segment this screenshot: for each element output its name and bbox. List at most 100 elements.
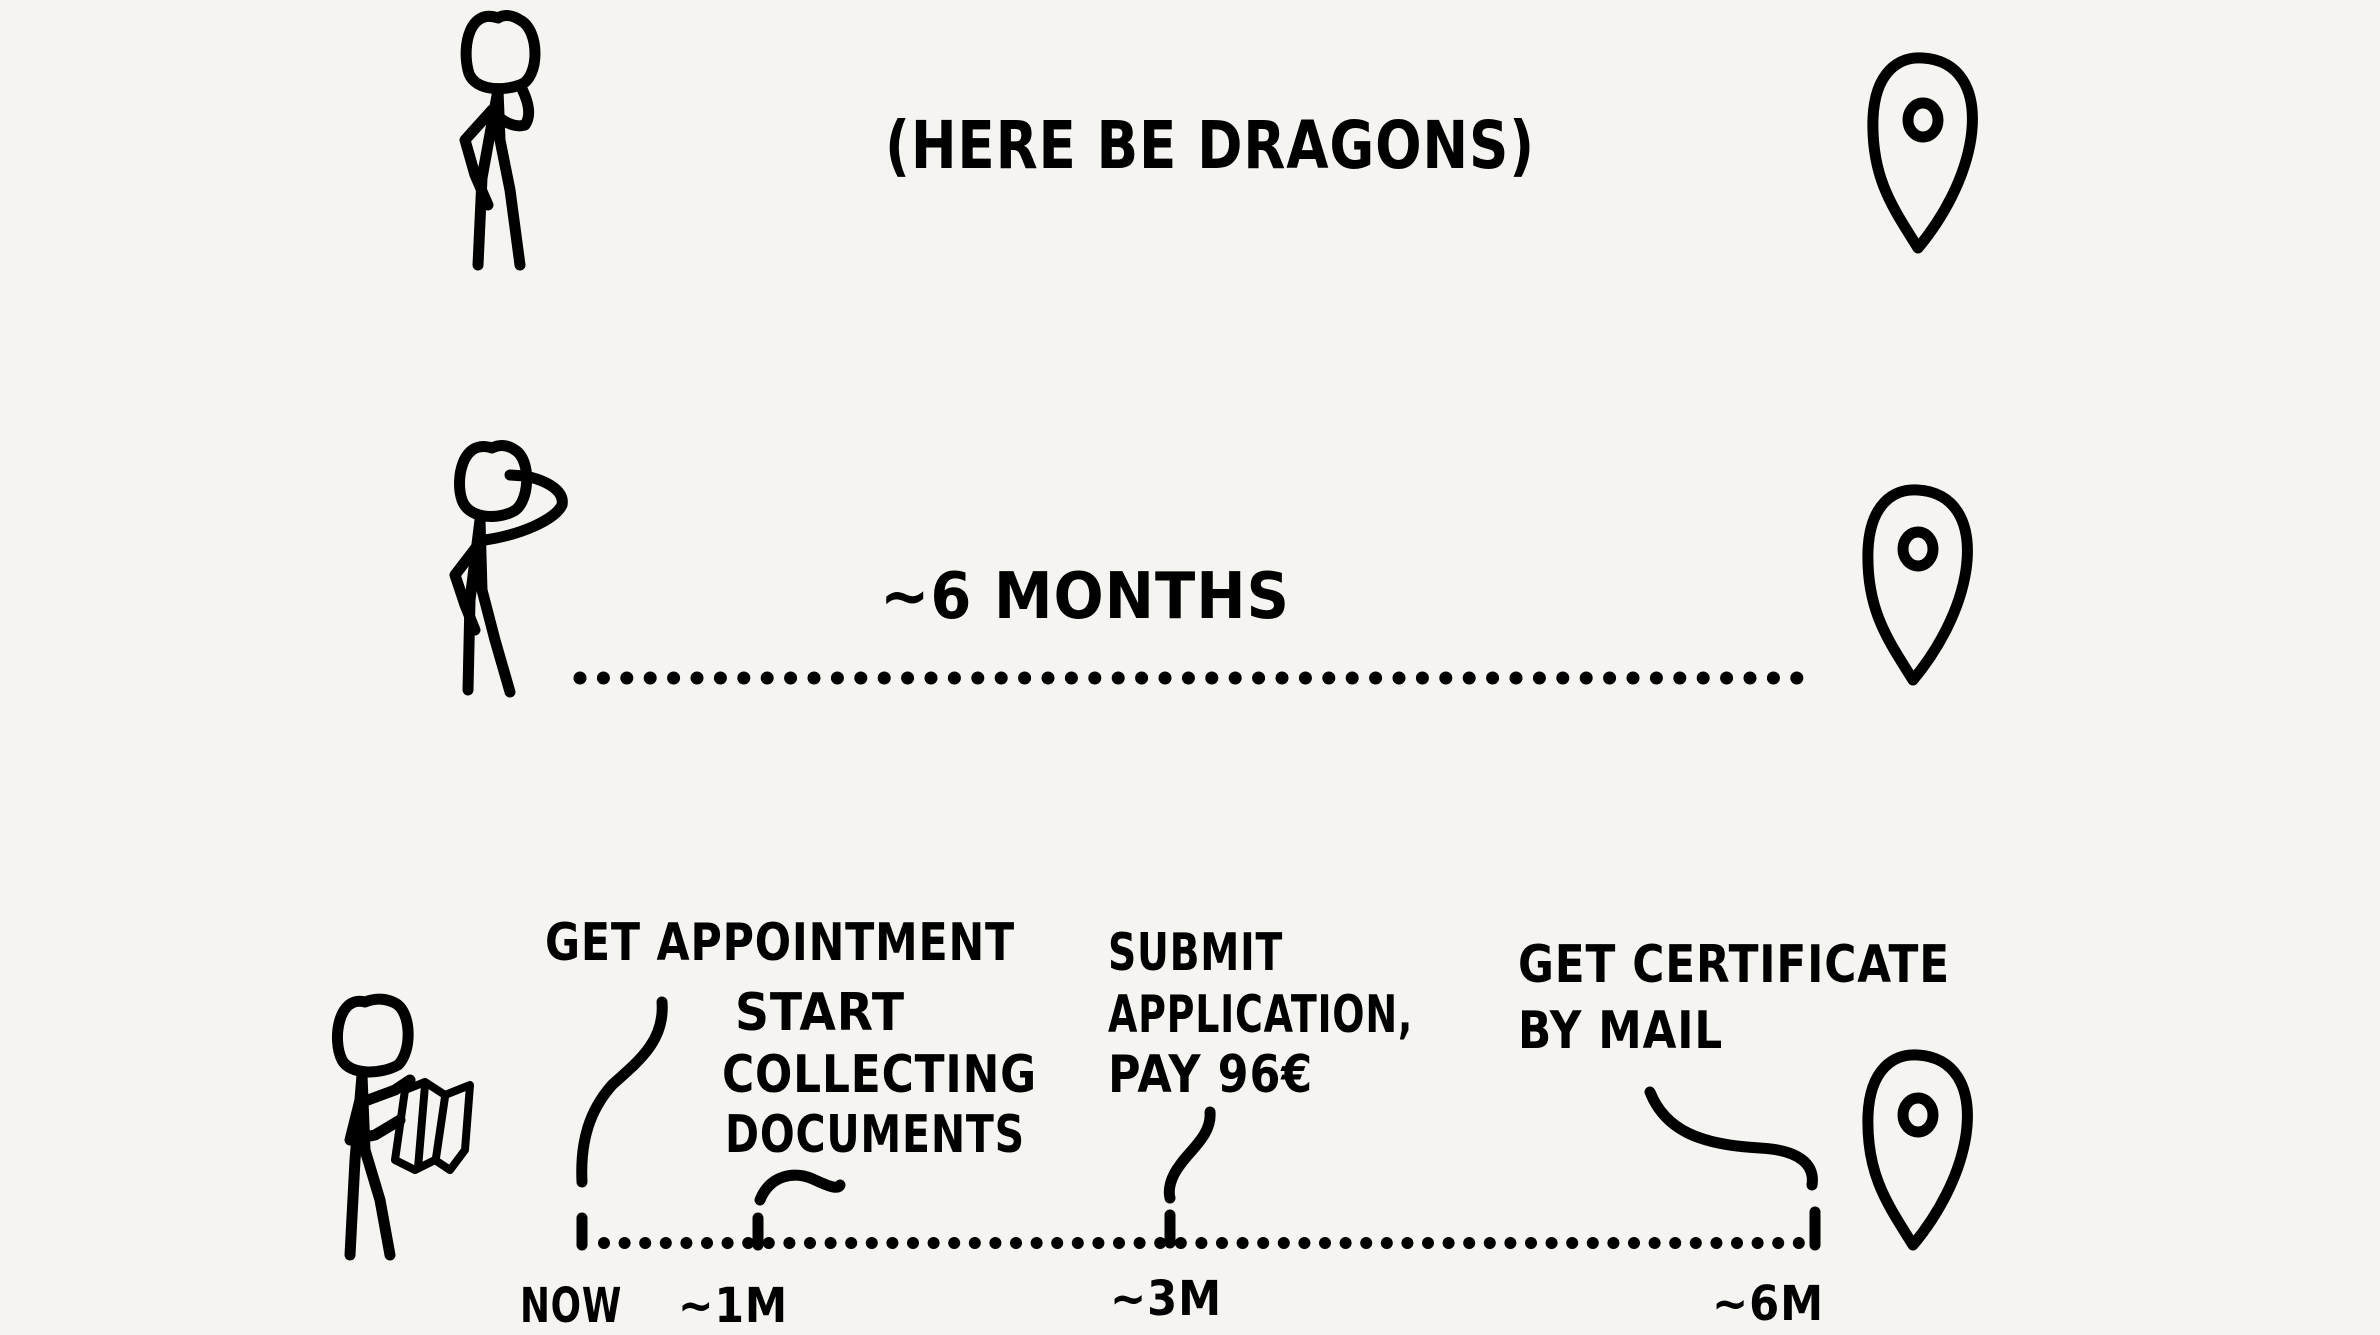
- dot: [1092, 1237, 1105, 1249]
- dot: [1792, 1237, 1805, 1249]
- dot: [1010, 1237, 1022, 1249]
- dot: [659, 1237, 672, 1249]
- dot: [824, 1237, 837, 1249]
- dot: [1174, 1237, 1187, 1249]
- dot: [1236, 1237, 1249, 1249]
- label-submit: SUBMIT: [1108, 923, 1283, 983]
- dot: [1252, 671, 1266, 685]
- label-connectors: [576, 996, 1818, 1206]
- dot: [947, 671, 961, 685]
- dot: [1113, 1237, 1125, 1249]
- thinking-figure-icon: [449, 440, 568, 698]
- dot: [1486, 671, 1500, 685]
- dot: [1731, 1237, 1743, 1249]
- dot: [854, 671, 868, 685]
- dot: [1648, 1237, 1661, 1249]
- dot: [1319, 1237, 1331, 1249]
- tick-label-1m: ~1M: [678, 1278, 788, 1334]
- timeline-ticks: [576, 1206, 1821, 1251]
- dot: [667, 671, 681, 685]
- dot: [1790, 671, 1804, 685]
- label-get-appointment: GET APPOINTMENT: [545, 913, 1015, 973]
- dot: [1041, 671, 1055, 685]
- map-pin-icon: [1862, 1049, 1973, 1251]
- dot: [1257, 1237, 1270, 1249]
- dot: [1720, 671, 1734, 685]
- dot: [1545, 1237, 1558, 1249]
- dot: [1360, 1237, 1373, 1249]
- dot: [845, 1237, 858, 1249]
- dot: [989, 1237, 1002, 1249]
- dot: [1579, 671, 1593, 685]
- dot: [901, 671, 915, 685]
- dot: [690, 671, 704, 685]
- dot: [1626, 671, 1640, 685]
- dot: [618, 1237, 631, 1249]
- dot: [1339, 1237, 1352, 1249]
- map-pin-icon: [1862, 484, 1973, 686]
- dot: [1228, 671, 1242, 685]
- dot: [1462, 671, 1476, 685]
- dot: [1509, 671, 1523, 685]
- dot: [1322, 671, 1336, 685]
- dot: [760, 671, 774, 685]
- dot: [1205, 671, 1219, 685]
- dot: [948, 1237, 961, 1249]
- dot: [1154, 1237, 1167, 1249]
- dot: [1669, 1237, 1682, 1249]
- label-collecting: COLLECTING: [722, 1045, 1037, 1105]
- label-application: APPLICATION,: [1108, 985, 1413, 1045]
- dot: [1051, 1237, 1064, 1249]
- dot: [1556, 671, 1570, 685]
- dot: [701, 1237, 713, 1249]
- dot: [1298, 1237, 1311, 1249]
- dot: [877, 671, 891, 685]
- dot: [1181, 671, 1195, 685]
- dot: [886, 1237, 899, 1249]
- dot: [620, 671, 634, 685]
- dotted-line: [573, 671, 1804, 685]
- dot: [807, 671, 821, 685]
- dot: [1532, 671, 1546, 685]
- dot: [1463, 1237, 1476, 1249]
- dot: [762, 1237, 775, 1249]
- dot: [680, 1237, 693, 1249]
- row-milestones: GET APPOINTMENT START COLLECTING DOCUMEN…: [331, 913, 1973, 1334]
- dot: [721, 1237, 734, 1249]
- dot: [1442, 1237, 1455, 1249]
- dot: [1586, 1237, 1599, 1249]
- timeline-dotted-line: [598, 1237, 1805, 1249]
- dot: [639, 1237, 652, 1249]
- dot: [1607, 1237, 1620, 1249]
- dot: [783, 1237, 796, 1249]
- dot: [1071, 1237, 1084, 1249]
- dot: [1111, 671, 1125, 685]
- dot: [713, 671, 727, 685]
- dot: [1772, 1237, 1785, 1249]
- dot: [1030, 1237, 1043, 1249]
- dot: [784, 671, 798, 685]
- tick-label-6m: ~6M: [1712, 1276, 1824, 1332]
- row-here-be-dragons: (HERE BE DRAGONS): [459, 10, 1978, 271]
- dot: [1064, 671, 1078, 685]
- dot: [1345, 671, 1359, 685]
- dot: [1392, 671, 1406, 685]
- dot: [742, 1237, 755, 1249]
- dot: [1566, 1237, 1579, 1249]
- dot: [1158, 671, 1172, 685]
- dot: [1628, 1237, 1640, 1249]
- dot: [1422, 1237, 1434, 1249]
- row-six-months: ~6 MONTHS: [449, 440, 1973, 698]
- dot: [1369, 671, 1383, 685]
- dot: [1439, 671, 1453, 685]
- dot: [804, 1237, 816, 1249]
- dot: [1525, 1237, 1537, 1249]
- dot: [994, 671, 1008, 685]
- label-get-certificate: GET CERTIFICATE: [1518, 935, 1950, 995]
- dot: [1751, 1237, 1764, 1249]
- label-start: START: [735, 983, 905, 1043]
- dot: [927, 1237, 940, 1249]
- caption-here-be-dragons: (HERE BE DRAGONS): [885, 107, 1535, 184]
- label-pay: PAY 96€: [1108, 1045, 1313, 1105]
